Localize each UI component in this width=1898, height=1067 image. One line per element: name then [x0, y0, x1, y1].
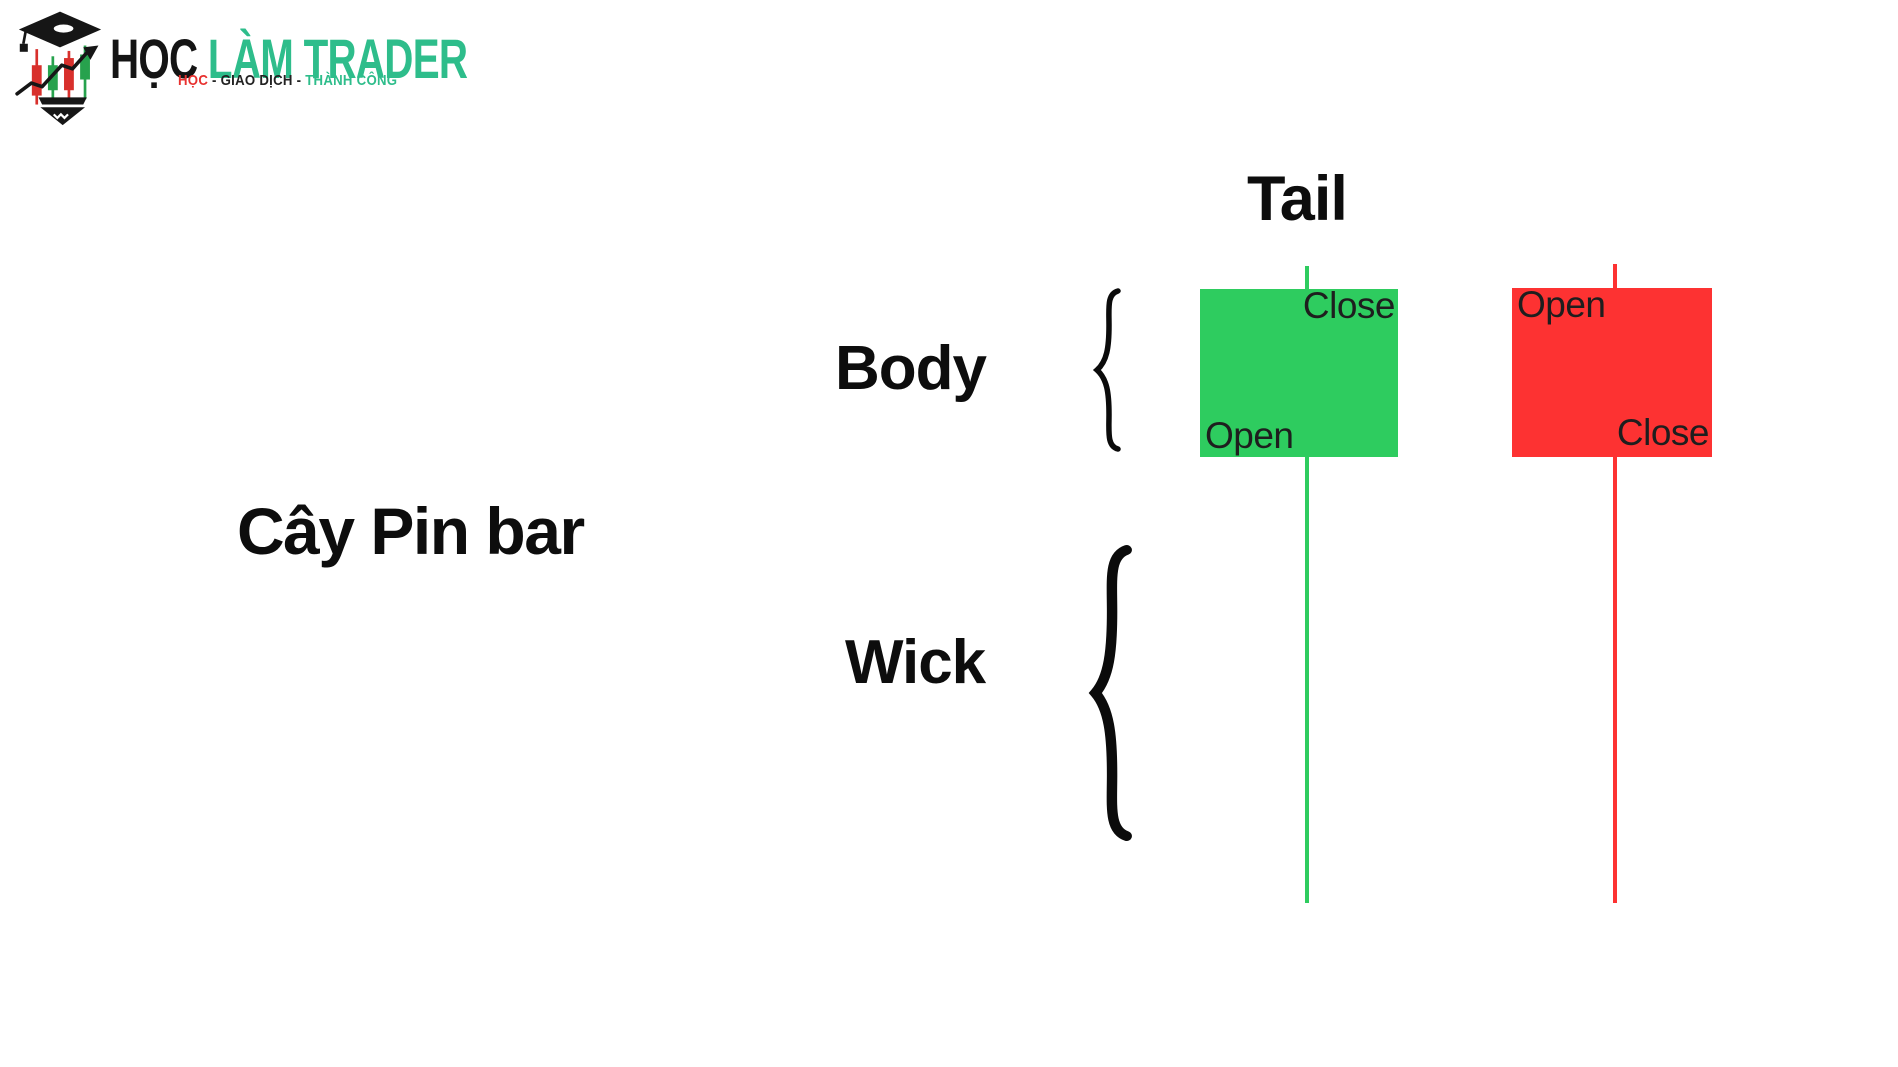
bearish-candle-tail-line: [1613, 264, 1617, 289]
bullish-candle-body: Close Open: [1200, 285, 1398, 457]
bullish-open-label: Open: [1205, 415, 1294, 457]
tagline-giao-dich: - GIAO DỊCH -: [208, 72, 306, 89]
candlestick-chart: [31, 45, 90, 105]
logo-tagline: HỌC - GIAO DỊCH - THÀNH CÔNG: [178, 72, 397, 89]
bearish-candle-wick-line: [1613, 457, 1617, 903]
bullish-candle-wick-line: [1305, 457, 1309, 903]
logo: HỌC LÀM TRADER HỌC - GIAO DỊCH - THÀNH C…: [12, 8, 606, 126]
logo-title-lam-trader: LÀM TRADER: [207, 27, 468, 90]
bullish-close-label: Close: [1302, 285, 1396, 326]
bullish-candle-tail-line: [1305, 266, 1309, 290]
bearish-candle-body: Open Close: [1512, 284, 1712, 457]
bearish-close-label: Close: [1616, 412, 1710, 454]
graduation-cap: [18, 11, 102, 52]
logo-title: HỌC LÀM TRADER: [110, 31, 468, 87]
wick-label: Wick: [845, 628, 986, 697]
pencil-tip: [38, 97, 87, 126]
body-label: Body: [835, 334, 987, 403]
logo-title-hoc: HỌC: [110, 27, 198, 90]
tagline-thanh-cong: THÀNH CÔNG: [305, 72, 398, 89]
hoc-lam-trader-logo-icon: [15, 11, 102, 126]
bearish-open-label: Open: [1517, 284, 1606, 325]
wick-brace-icon: [1088, 544, 1132, 842]
caption-cay-pin-bar: Cây Pin bar: [237, 494, 585, 568]
logo-text: HỌC LÀM TRADER HỌC - GIAO DỊCH - THÀNH C…: [110, 8, 606, 90]
tagline-hoc: HỌC: [178, 72, 209, 89]
body-brace-icon: [1092, 288, 1121, 452]
trendline-arrow: [15, 45, 99, 96]
tail-label: Tail: [1247, 164, 1348, 234]
